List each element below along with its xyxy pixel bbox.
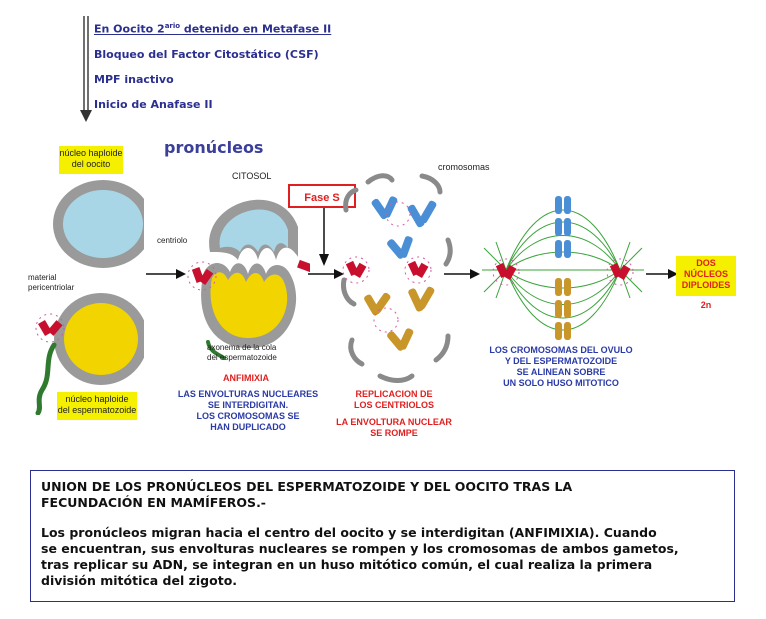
- info-heading-2: FECUNDACIÓN EN MAMÍFEROS.-: [41, 495, 266, 510]
- info-box: UNION DE LOS PRONÚCLEOS DEL ESPERMATOZOI…: [30, 470, 735, 602]
- step-anaphase-start: Inicio de Anafase II: [94, 98, 213, 111]
- step-oocyte-metaphase: En Oocito 2ario detenido en Metafase II: [94, 22, 332, 36]
- info-body-4: división mitótica del zigoto.: [41, 573, 238, 588]
- info-body-2: se encuentran, sus envolturas nucleares …: [41, 541, 679, 556]
- stage-4-spindle: [482, 196, 644, 340]
- stage-3-breakdown: [341, 173, 453, 383]
- stage-1-pronuclei: [35, 180, 144, 415]
- arrow-3: [444, 269, 480, 279]
- info-body-3: tras replicar su ADN, se integran en un …: [41, 557, 653, 572]
- arrow-1: [146, 269, 186, 279]
- label-2n: 2n: [700, 300, 712, 310]
- info-body-1: Los pronúcleos migran hacia el centro de…: [41, 525, 657, 540]
- arrow-2: [308, 269, 344, 279]
- arrow-4: [646, 269, 678, 279]
- label-cromosomas: cromosomas: [438, 162, 490, 172]
- stage-2-anfimixia: [187, 199, 310, 360]
- caption-anfimixia: ANFIMIXIA: [223, 373, 269, 383]
- steps-arrow: [80, 16, 92, 122]
- fase-s-arrow: [319, 208, 329, 266]
- info-heading-1: UNION DE LOS PRONÚCLEOS DEL ESPERMATOZOI…: [41, 479, 573, 494]
- label-centriolo: centriolo: [157, 236, 188, 245]
- step-mpf-inactive: MPF inactivo: [94, 73, 174, 86]
- diagram-title: pronúcleos: [164, 138, 264, 157]
- step-csf-block: Bloqueo del Factor Citostático (CSF): [94, 48, 319, 61]
- label-citosol: CITOSOL: [232, 171, 272, 181]
